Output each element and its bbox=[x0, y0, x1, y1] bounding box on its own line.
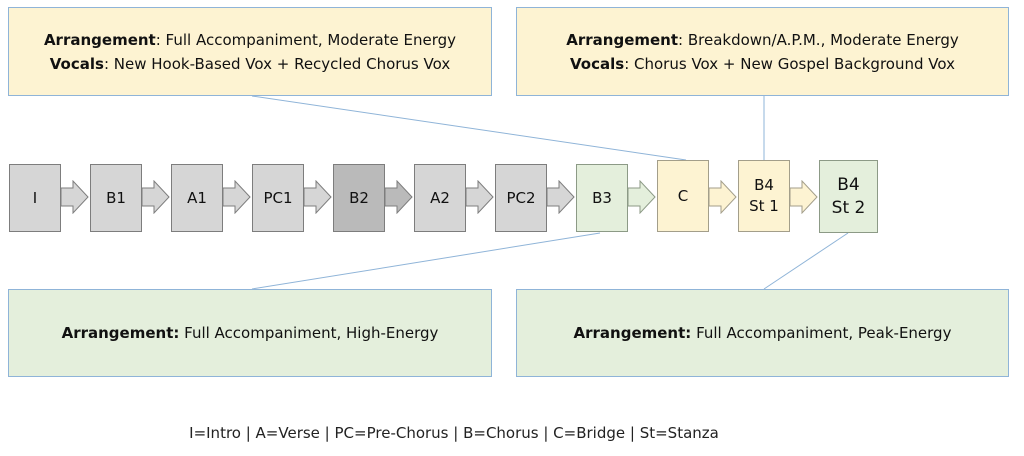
section-b4-st2: B4 St 2 bbox=[819, 160, 878, 233]
flow-arrow-5 bbox=[384, 180, 413, 214]
flow-arrow-8 bbox=[627, 180, 656, 214]
section-label: I bbox=[32, 188, 38, 207]
section-intro: I bbox=[9, 164, 61, 232]
callout-top-left-arrangement: Arrangement: Full Accompaniment, Moderat… bbox=[43, 30, 457, 49]
section-b4-st1: B4 St 1 bbox=[738, 160, 790, 232]
section-pc2: PC2 bbox=[495, 164, 547, 232]
section-label: A1 bbox=[187, 188, 207, 207]
flow-arrow-10 bbox=[789, 180, 818, 214]
connector-top-left-to-c bbox=[251, 95, 687, 161]
callout-bottom-right-arrangement: Arrangement: Full Accompaniment, Peak-En… bbox=[573, 324, 952, 342]
flow-arrow-3 bbox=[222, 180, 251, 214]
section-label: C bbox=[677, 186, 689, 205]
connector-bottom-right-to-b4-st2 bbox=[763, 232, 849, 290]
flow-arrow-6 bbox=[465, 180, 494, 214]
section-label: B2 bbox=[349, 188, 369, 207]
section-label: B3 bbox=[592, 188, 612, 207]
section-a2: A2 bbox=[414, 164, 466, 232]
section-pc1: PC1 bbox=[252, 164, 304, 232]
flow-arrow-4 bbox=[303, 180, 332, 214]
section-label: PC1 bbox=[263, 188, 293, 207]
callout-top-left: Arrangement: Full Accompaniment, Moderat… bbox=[8, 7, 492, 96]
flow-arrow-9 bbox=[708, 180, 737, 214]
flow-arrow-7 bbox=[546, 180, 575, 214]
section-b3: B3 bbox=[576, 164, 628, 232]
section-label: B4 bbox=[837, 174, 860, 195]
connector-bottom-left-to-b3 bbox=[251, 232, 601, 290]
section-c: C bbox=[657, 160, 709, 232]
section-sublabel: St 2 bbox=[831, 197, 866, 218]
section-b2: B2 bbox=[333, 164, 385, 232]
section-b1: B1 bbox=[90, 164, 142, 232]
callout-bottom-right: Arrangement: Full Accompaniment, Peak-En… bbox=[516, 289, 1009, 377]
callout-top-right-arrangement: Arrangement: Breakdown/A.P.M., Moderate … bbox=[566, 30, 959, 49]
section-sublabel: St 1 bbox=[749, 197, 779, 215]
callout-bottom-left-arrangement: Arrangement: Full Accompaniment, High-En… bbox=[61, 324, 439, 342]
section-a1: A1 bbox=[171, 164, 223, 232]
section-label: A2 bbox=[430, 188, 450, 207]
section-label: B4 bbox=[754, 176, 774, 194]
flow-arrow-1 bbox=[60, 180, 89, 214]
section-label: B1 bbox=[106, 188, 126, 207]
callout-top-right-vocals: Vocals: Chorus Vox + New Gospel Backgrou… bbox=[570, 54, 955, 73]
flow-arrow-2 bbox=[141, 180, 170, 214]
section-label: PC2 bbox=[506, 188, 536, 207]
callout-top-left-vocals: Vocals: New Hook-Based Vox + Recycled Ch… bbox=[49, 54, 451, 73]
callout-top-right: Arrangement: Breakdown/A.P.M., Moderate … bbox=[516, 7, 1009, 96]
legend-key: I=Intro | A=Verse | PC=Pre-Chorus | B=Ch… bbox=[189, 424, 719, 442]
callout-bottom-left: Arrangement: Full Accompaniment, High-En… bbox=[8, 289, 492, 377]
